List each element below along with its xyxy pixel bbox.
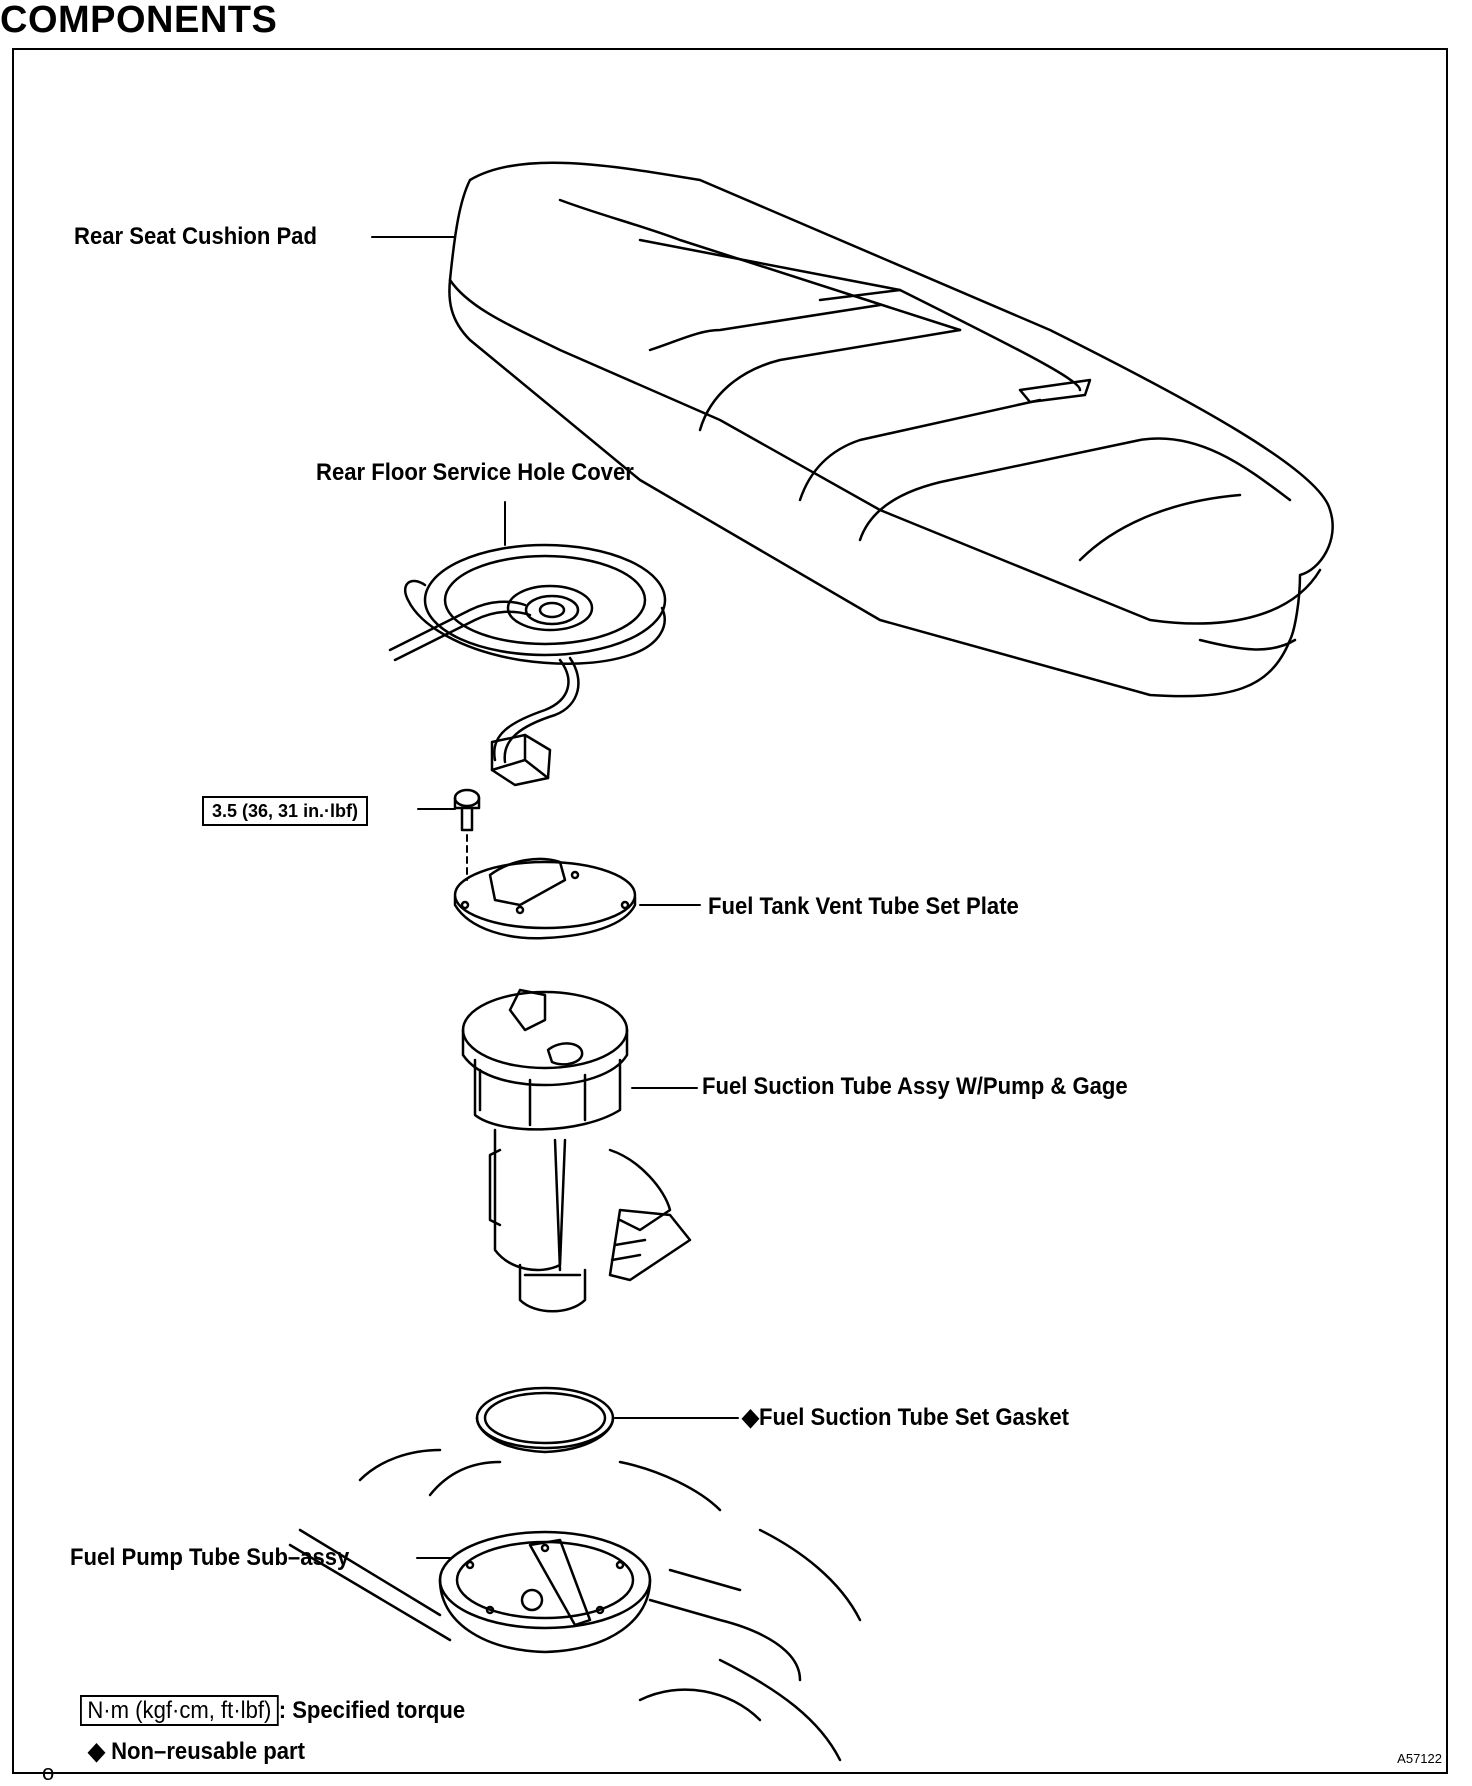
label-fuel-tank-vent-tube-set-plate: Fuel Tank Vent Tube Set Plate bbox=[708, 893, 1019, 920]
legend-torque: N·m (kgf·cm, ft·lbf): Specified torque bbox=[80, 1695, 466, 1726]
figure-reference: A57122 bbox=[1397, 1751, 1442, 1766]
legend-torque-desc: : Specified torque bbox=[278, 1697, 466, 1724]
legend-torque-unit: N·m (kgf·cm, ft·lbf) bbox=[80, 1695, 279, 1726]
label-rear-floor-service-hole-cover: Rear Floor Service Hole Cover bbox=[316, 459, 634, 486]
torque-spec-box: 3.5 (36, 31 in.·lbf) bbox=[202, 796, 369, 826]
label-fuel-suction-tube-assy: Fuel Suction Tube Assy W/Pump & Gage bbox=[702, 1073, 1128, 1100]
fuel-tank-drawing bbox=[288, 1448, 862, 1762]
vent-plate-drawing bbox=[453, 857, 637, 940]
service-hole-cover-drawing bbox=[388, 543, 667, 787]
legend-nonreusable: ◆ Non–reusable part bbox=[88, 1738, 305, 1765]
page-title: COMPONENTS bbox=[0, 0, 278, 41]
bolt-drawing bbox=[453, 788, 481, 881]
seat-cushion-drawing bbox=[448, 161, 1334, 698]
fuel-pump-assembly-drawing bbox=[461, 988, 692, 1313]
diagram-frame bbox=[12, 48, 1448, 1774]
label-fuel-pump-tube-sub-assy: Fuel Pump Tube Sub–assy bbox=[70, 1544, 350, 1571]
stray-mark: o bbox=[42, 1760, 55, 1785]
gasket-drawing bbox=[475, 1386, 615, 1454]
label-rear-seat-cushion-pad: Rear Seat Cushion Pad bbox=[74, 223, 317, 250]
label-fuel-suction-tube-set-gasket: ◆Fuel Suction Tube Set Gasket bbox=[742, 1404, 1069, 1431]
leader-lines bbox=[371, 236, 739, 1559]
